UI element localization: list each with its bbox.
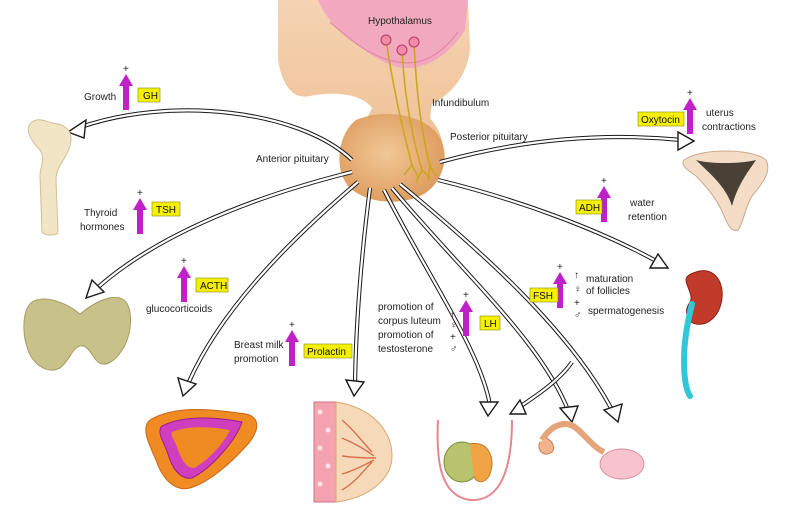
lh-female-arrow: ↑: [450, 310, 455, 321]
arrow-gh: [66, 108, 354, 162]
arrow-prolactin: [344, 187, 373, 398]
prolactin-effect-line2: promotion: [234, 354, 278, 365]
gh-plus-sign: +: [123, 64, 129, 75]
lh-male-symbol: ♂: [450, 344, 458, 355]
adh-increase-arrow: +: [597, 176, 611, 222]
gh-increase-arrow: +: [119, 64, 133, 110]
acth-increase-arrow: +: [177, 256, 191, 302]
oxytocin-tag: Oxytocin: [641, 115, 680, 126]
adh-effect-line2: retention: [628, 212, 667, 223]
lh-female-line2: corpus luteum: [378, 316, 441, 327]
oxytocin-plus-sign: +: [687, 88, 693, 99]
tsh-effect-line2: hormones: [80, 222, 124, 233]
fsh-tag: FSH: [533, 291, 553, 302]
prolactin-increase-arrow: +: [285, 320, 299, 366]
prolactin-tag: Prolactin: [307, 347, 346, 358]
tsh-plus-sign: +: [137, 188, 143, 199]
adh-tag: ADH: [579, 203, 600, 214]
hormone-arrows: [66, 108, 696, 424]
lh-male-line1: promotion of: [378, 330, 434, 341]
arrow-lh-testis: [382, 189, 500, 418]
fsh-female-symbol: ♀: [574, 284, 582, 295]
neuron-bodies: [380, 34, 420, 56]
gh-tag: GH: [143, 91, 158, 102]
oxytocin-effect-line1: uterus: [706, 108, 734, 119]
hypothalamus-label: Hypothalamus: [368, 16, 432, 27]
thyroid-icon: [23, 296, 131, 371]
prolactin-effect-line1: Breast milk: [234, 340, 284, 351]
adh-plus-sign: +: [601, 176, 607, 187]
prolactin-plus-sign: +: [289, 320, 295, 331]
oxytocin-increase-arrow: +: [683, 88, 697, 134]
uterus-icon: [682, 150, 769, 231]
oxytocin-effect-line2: contractions: [702, 122, 756, 133]
testis-icon: [436, 419, 513, 502]
arrow-fsh-testis: [508, 360, 574, 415]
lh-male-plus: +: [450, 332, 456, 343]
anterior-pituitary-label: Anterior pituitary: [256, 154, 329, 165]
arrow-fsh-ovary: [398, 182, 623, 424]
neurosecretory-neurons: [385, 39, 437, 183]
lh-female-line1: promotion of: [378, 302, 434, 313]
adrenal-icon: [145, 409, 258, 490]
infundibulum-label: Infundibulum: [432, 98, 489, 109]
arrow-adh: [437, 177, 670, 269]
lh-female-symbol: ♀: [450, 320, 458, 331]
brain-region: [278, 0, 470, 202]
tsh-effect-line1: Thyroid: [84, 208, 117, 219]
fsh-female-line1: maturation: [586, 274, 633, 285]
pituitary-gland: [339, 114, 445, 202]
lh-increase-arrow: +: [459, 290, 473, 336]
increase-arrows: + + + + + + + +: [119, 64, 697, 366]
gh-tag-box: [137, 87, 161, 103]
kidney-icon: [680, 270, 723, 399]
structure-labels: Hypothalamus Infundibulum Posterior pitu…: [256, 16, 528, 165]
breast-icon: [313, 401, 393, 503]
fsh-male-plus: +: [574, 298, 580, 309]
lh-plus-sign: +: [463, 290, 469, 301]
fsh-increase-arrow: +: [553, 262, 567, 308]
fsh-plus-sign: +: [557, 262, 563, 273]
acth-tag: ACTH: [200, 281, 227, 292]
hypothalamus-area: [318, 0, 468, 69]
fsh-female-line2: of follicles: [586, 286, 630, 297]
gh-effect: Growth: [84, 92, 116, 103]
bone-icon: [27, 119, 72, 236]
ovary-icon: [538, 421, 645, 480]
adh-effect-line1: water: [629, 198, 655, 209]
tsh-tag: TSH: [156, 205, 176, 216]
fsh-male-effect: spermatogenesis: [588, 306, 664, 317]
hormone-tags: GH Growth TSH Thyroid hormones ACTH gluc…: [80, 87, 756, 365]
arrow-tsh: [84, 169, 353, 300]
fsh-male-symbol: ♂: [574, 310, 582, 321]
fsh-female-arrow: ↑: [574, 270, 579, 281]
lh-male-line2: testosterone: [378, 344, 433, 355]
arrow-oxytocin: [439, 130, 696, 165]
posterior-pituitary-label: Posterior pituitary: [450, 132, 528, 143]
acth-plus-sign: +: [181, 256, 187, 267]
lh-tag: LH: [484, 319, 497, 330]
tsh-increase-arrow: +: [133, 188, 147, 234]
arrow-acth: [176, 180, 360, 398]
acth-effect: glucocorticoids: [146, 304, 212, 315]
